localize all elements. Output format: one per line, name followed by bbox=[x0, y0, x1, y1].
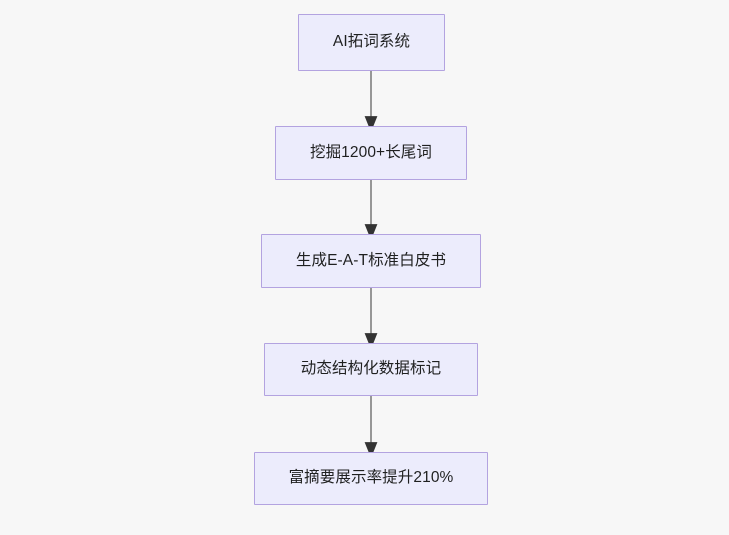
flowchart-node-generate-eat-whitepaper[interactable]: 生成E-A-T标准白皮书 bbox=[261, 234, 481, 288]
node-label: 富摘要展示率提升210% bbox=[288, 469, 454, 487]
node-label: 动态结构化数据标记 bbox=[300, 360, 442, 378]
flowchart-node-dynamic-structured-data-markup[interactable]: 动态结构化数据标记 bbox=[264, 343, 478, 396]
flowchart-node-ai-keyword-system[interactable]: AI拓词系统 bbox=[298, 14, 445, 71]
flowchart-node-rich-snippet-impression-uplift[interactable]: 富摘要展示率提升210% bbox=[254, 452, 488, 505]
node-label: 挖掘1200+长尾词 bbox=[309, 143, 433, 161]
flowchart-node-mine-longtail-keywords[interactable]: 挖掘1200+长尾词 bbox=[275, 126, 467, 180]
node-label: 生成E-A-T标准白皮书 bbox=[295, 251, 447, 269]
node-label: AI拓词系统 bbox=[332, 33, 411, 51]
